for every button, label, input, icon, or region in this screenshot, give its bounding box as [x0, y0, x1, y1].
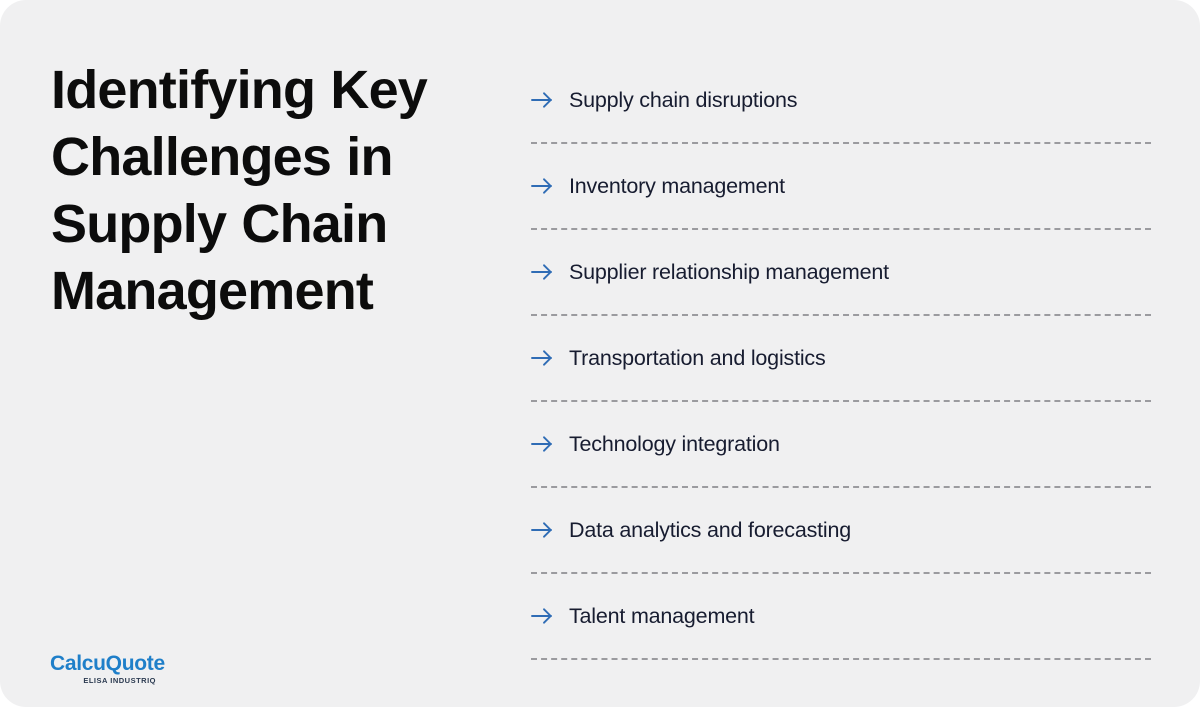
- logo-tagline: ELISA INDUSTRIQ: [83, 676, 156, 685]
- list-item[interactable]: Talent management: [531, 592, 1151, 639]
- list-divider: [531, 400, 1151, 402]
- arrow-right-icon: [531, 91, 569, 109]
- arrow-right-icon: [531, 521, 569, 539]
- arrow-right-icon: [531, 435, 569, 453]
- list-item-label: Talent management: [569, 603, 755, 628]
- arrow-right-icon: [531, 349, 569, 367]
- list-item-label: Technology integration: [569, 431, 780, 456]
- list-divider: [531, 658, 1151, 660]
- arrow-right-icon: [531, 607, 569, 625]
- list-divider: [531, 228, 1151, 230]
- logo-wordmark: CalcuQuote: [50, 652, 165, 675]
- list-item-label: Supply chain disruptions: [569, 87, 798, 112]
- arrow-right-icon: [531, 263, 569, 281]
- logo: CalcuQuote ELISA INDUSTRIQ: [50, 653, 210, 686]
- list-item[interactable]: Inventory management: [531, 162, 1151, 209]
- list-item[interactable]: Supplier relationship management: [531, 248, 1151, 295]
- list-item-label: Inventory management: [569, 173, 785, 198]
- arrow-right-icon: [531, 177, 569, 195]
- list-divider: [531, 314, 1151, 316]
- list-item-label: Transportation and logistics: [569, 345, 826, 370]
- list-divider: [531, 572, 1151, 574]
- title-block: Identifying Key Challenges in Supply Cha…: [51, 57, 471, 325]
- list-divider: [531, 142, 1151, 144]
- list-divider: [531, 486, 1151, 488]
- list-item-label: Supplier relationship management: [569, 259, 889, 284]
- page-title: Identifying Key Challenges in Supply Cha…: [51, 60, 428, 321]
- list-item[interactable]: Data analytics and forecasting: [531, 506, 1151, 553]
- list-item[interactable]: Supply chain disruptions: [531, 76, 1151, 123]
- list-item[interactable]: Transportation and logistics: [531, 334, 1151, 381]
- list-item-label: Data analytics and forecasting: [569, 517, 852, 542]
- list-item[interactable]: Technology integration: [531, 420, 1151, 467]
